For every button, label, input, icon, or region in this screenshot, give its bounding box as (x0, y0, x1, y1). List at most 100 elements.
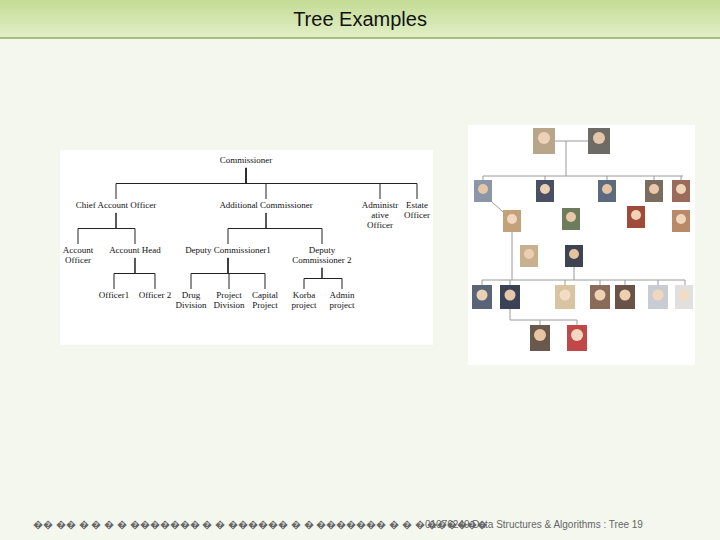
portrait-face (507, 214, 517, 224)
portrait-face (524, 249, 534, 259)
portrait-photo (615, 285, 635, 309)
org-chart-node: Commissioner (219, 155, 274, 167)
tree-connector (116, 168, 246, 199)
portrait-photo (648, 285, 668, 309)
org-chart-node: Capital Project (246, 290, 284, 312)
tree-connector (135, 258, 155, 289)
tree-connector (191, 258, 228, 289)
org-chart-node: Admin project (322, 290, 362, 312)
tree-line (565, 280, 566, 285)
portrait-face (679, 290, 690, 301)
org-chart-node: Account Officer (58, 245, 98, 267)
node-label: Account Officer (59, 246, 97, 266)
portrait-photo (500, 285, 520, 309)
node-label: Deputy Commissioner 2 (289, 246, 355, 266)
tree-connector (78, 213, 116, 244)
portrait-photo (503, 210, 521, 232)
tree-line (510, 309, 511, 320)
portrait-face (676, 184, 686, 194)
node-label: Estate Officer (401, 201, 433, 221)
tree-connector (246, 168, 417, 199)
tree-line (483, 176, 683, 177)
portrait-photo (590, 285, 610, 309)
portrait-photo (472, 285, 492, 309)
tree-line (482, 280, 483, 285)
portrait-face (620, 290, 631, 301)
portrait-face (538, 132, 550, 144)
node-label: Administrative Officer (361, 201, 399, 231)
org-chart-node: Officer 2 (138, 290, 173, 302)
node-label: Capital Project (247, 291, 283, 311)
portrait-photo (675, 285, 693, 309)
tree-line (607, 176, 608, 180)
node-label: Deputy Commissioner1 (185, 246, 271, 256)
slide-title: Tree Examples (0, 0, 720, 38)
portrait-face (649, 184, 659, 194)
portrait-photo (520, 245, 538, 267)
org-chart-node: Korba project (285, 290, 323, 312)
tree-line (510, 320, 577, 321)
portrait-face (631, 210, 641, 220)
org-chart-node: Estate Officer (400, 200, 434, 222)
portrait-photo (627, 206, 645, 228)
node-label: Commissioner (220, 156, 273, 166)
tree-line (483, 176, 484, 180)
portrait-photo (536, 180, 554, 202)
portrait-face (653, 290, 664, 301)
org-chart-panel (60, 150, 433, 345)
portrait-photo (645, 180, 663, 202)
family-tree-panel (468, 125, 695, 365)
org-chart-node: Drug Division (172, 290, 210, 312)
portrait-face (593, 132, 605, 144)
tree-line (574, 267, 575, 280)
node-label: Drug Division (173, 291, 209, 311)
tree-line (685, 280, 686, 285)
tree-line (566, 141, 567, 176)
tree-line (625, 280, 626, 285)
header-rule (0, 37, 720, 39)
tree-line (681, 176, 682, 180)
footer-text: 01076249 Data Structures & Algorithms : … (425, 519, 643, 531)
portrait-face (602, 184, 612, 194)
node-label: Chief Account Officer (76, 201, 156, 211)
portrait-photo (530, 325, 550, 351)
portrait-face (478, 184, 488, 194)
footer-text: �� �� � � � � ������� � � ������ � � ���… (33, 519, 487, 531)
org-chart-node: Chief Account Officer (75, 200, 157, 212)
portrait-photo (672, 210, 690, 232)
tree-line (600, 280, 601, 285)
org-chart-node: Officer1 (98, 290, 130, 302)
header-bar (0, 0, 720, 38)
portrait-face (477, 290, 488, 301)
org-chart-node: Deputy Commissioner1 (184, 245, 272, 257)
portrait-face (569, 249, 579, 259)
node-label: Project Division (211, 291, 247, 311)
tree-line (545, 176, 546, 180)
tree-connector (116, 213, 135, 244)
tree-connector (304, 268, 322, 289)
portrait-face (571, 329, 583, 341)
tree-connector (228, 258, 265, 289)
org-chart-node: Account Head (108, 245, 162, 257)
node-label: Admin project (323, 291, 361, 311)
tree-line (512, 232, 513, 280)
tree-line (510, 280, 511, 285)
tree-line (654, 176, 655, 180)
portrait-photo (672, 180, 690, 202)
portrait-photo (588, 128, 610, 154)
portrait-face (540, 184, 550, 194)
tree-line (540, 320, 541, 325)
portrait-face (534, 329, 546, 341)
portrait-photo (533, 128, 555, 154)
portrait-photo (555, 285, 575, 309)
org-chart-node: Additional Commissioner (218, 200, 313, 212)
portrait-photo (474, 180, 492, 202)
node-label: Officer1 (99, 291, 129, 301)
tree-line (482, 280, 685, 281)
org-chart-node: Project Division (210, 290, 248, 312)
node-label: Additional Commissioner (219, 201, 312, 211)
portrait-face (566, 212, 576, 222)
org-chart-node: Deputy Commissioner 2 (288, 245, 356, 267)
